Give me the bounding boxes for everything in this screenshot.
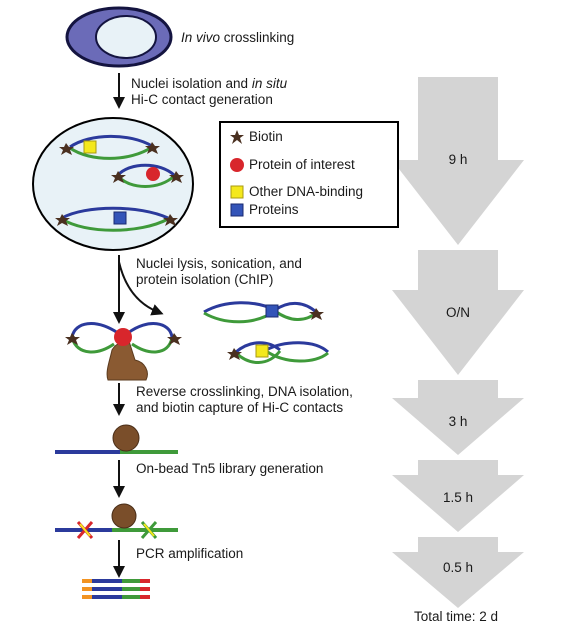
- blue-protein-icon: [230, 203, 244, 217]
- cell-nucleus-icon: [65, 6, 173, 68]
- biotin-star-icon: [230, 130, 244, 144]
- step-reverse-label-line2: and biotin capture of Hi-C contacts: [136, 400, 344, 415]
- timeline-arrow-9h: [392, 77, 524, 245]
- timeline-arrow-on: [392, 250, 524, 375]
- step-reverse-label-line1: Reverse crosslinking, DNA isolation,: [136, 384, 353, 399]
- unbound-fragments-icon: [203, 301, 330, 364]
- step-nuclei-text-b: in situ: [251, 76, 288, 91]
- legend-biotin-label: Biotin: [249, 129, 283, 144]
- legend-protein-label: Protein of interest: [249, 157, 355, 172]
- step-nuclei-label-line2: Hi-C contact generation: [131, 92, 273, 107]
- timeline-label-3h: 3 h: [448, 414, 468, 429]
- step-lysis-label-line1: Nuclei lysis, sonication, and: [136, 256, 302, 271]
- step-nuclei-label-line1: Nuclei isolation and in situ: [131, 76, 287, 92]
- legend: Biotin Protein of interest Other DNA-bin…: [219, 121, 399, 228]
- timeline: [392, 77, 524, 608]
- step-tn5-label: On-bead Tn5 library generation: [136, 461, 324, 476]
- step-crosslinking-italic: In vivo: [181, 30, 221, 45]
- timeline-arrow-0-5h: [392, 537, 524, 608]
- yellow-protein-icon: [230, 185, 244, 199]
- timeline-label-1-5h: 1.5 h: [442, 490, 474, 505]
- timeline-arrow-1-5h: [392, 460, 524, 532]
- step-crosslinking-rest: crosslinking: [220, 30, 295, 45]
- timeline-label-on: O/N: [445, 305, 470, 320]
- legend-other-label-line2: Proteins: [249, 202, 299, 217]
- step-crosslinking-label: In vivo crosslinking: [181, 30, 294, 46]
- flow-arrows: [113, 73, 164, 578]
- protein-of-interest-icon: [230, 158, 244, 172]
- step-pcr-label: PCR amplification: [136, 546, 244, 561]
- total-time-label: Total time: 2 d: [414, 609, 499, 624]
- step-nuclei-text-a: Nuclei isolation and: [131, 76, 252, 91]
- tn5-bead-icon: [55, 503, 178, 539]
- timeline-arrow-3h: [392, 380, 524, 455]
- timeline-label-0-5h: 0.5 h: [442, 560, 474, 575]
- legend-other-label-line1: Other DNA-binding: [249, 184, 364, 199]
- chip-complex-icon: [65, 322, 182, 381]
- step-lysis-label-line2: protein isolation (ChIP): [136, 272, 274, 287]
- timeline-label-9h: 9 h: [448, 152, 468, 167]
- nucleus-contacts-icon: [32, 117, 194, 251]
- pcr-products-icon: [82, 579, 150, 599]
- bead-dna-icon: [55, 424, 178, 454]
